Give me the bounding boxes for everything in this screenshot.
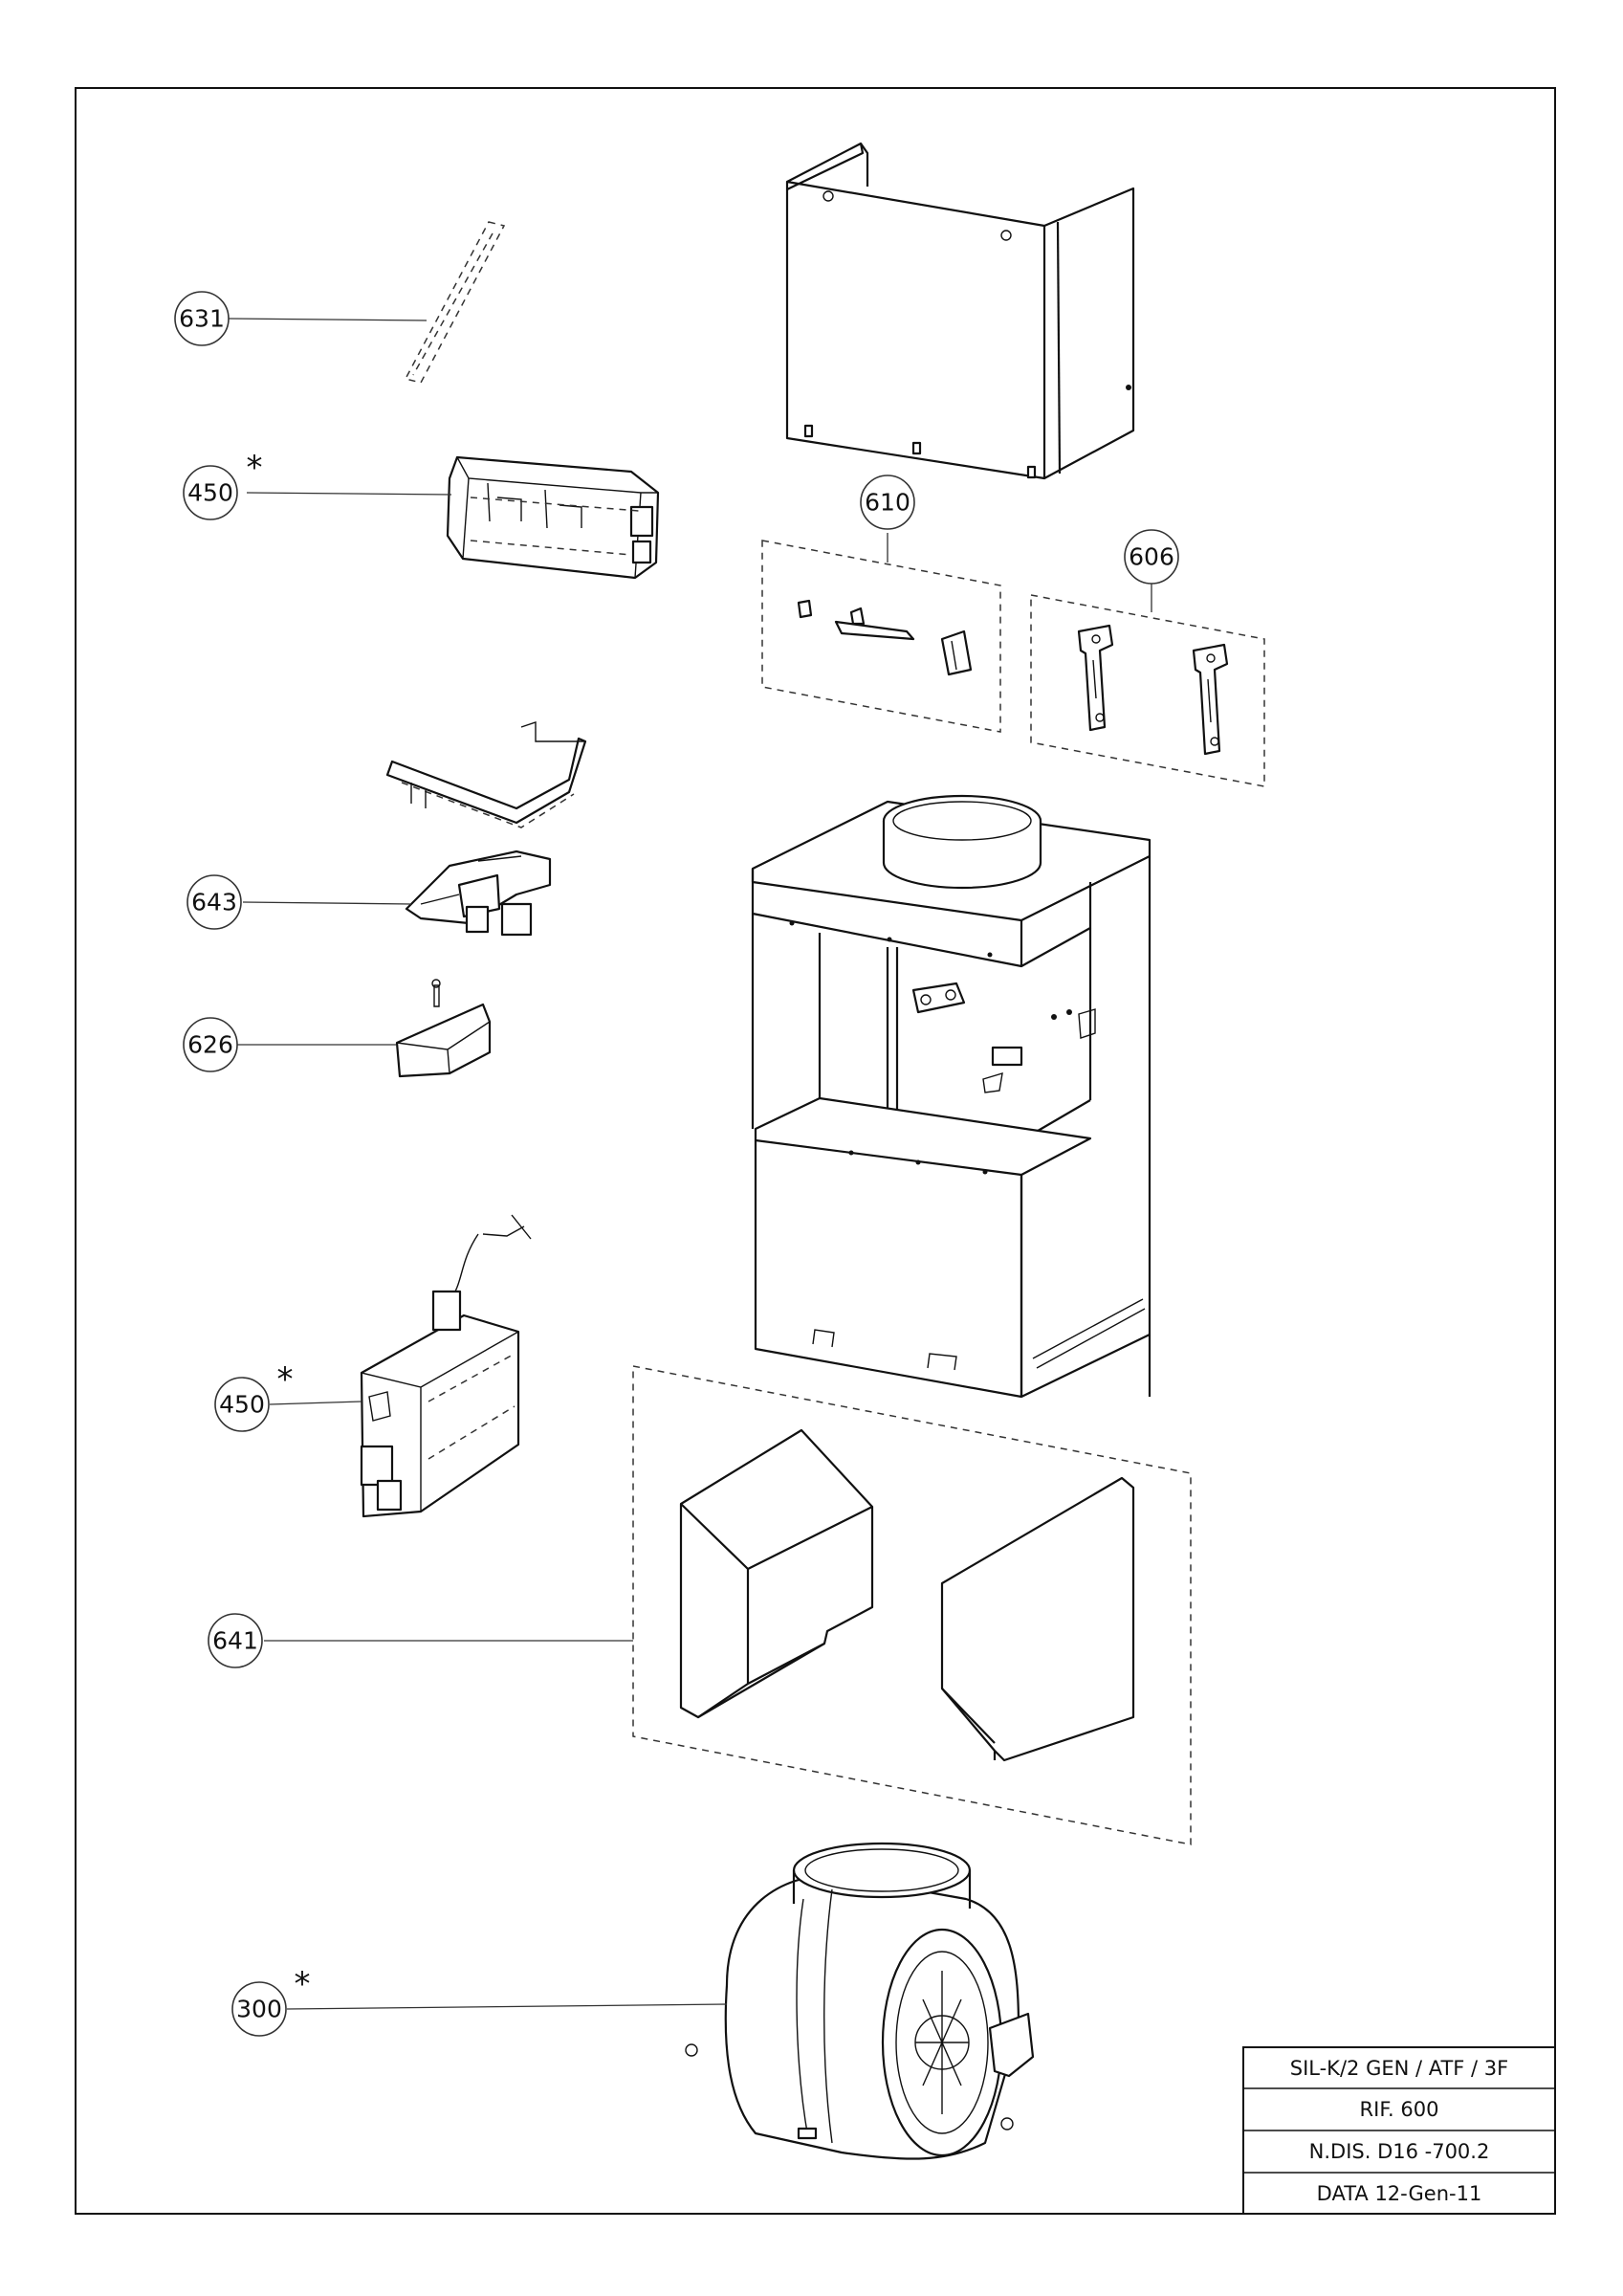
callout-626: 626 [183, 1017, 238, 1072]
asterisk-450-middle: * [277, 1360, 294, 1399]
title-block: SIL-K/2 GEN / ATF / 3F RIF. 600 N.DIS. D… [1242, 2046, 1556, 2215]
callout-606: 606 [1124, 529, 1179, 585]
part-610-group [761, 540, 1001, 733]
callout-631: 631 [174, 291, 230, 346]
part-450-control-box-top [446, 455, 660, 580]
drawing-border [75, 87, 1556, 2215]
leader-lines [228, 318, 1152, 2010]
callout-450-top-label: 450 [187, 479, 233, 507]
callout-450-middle: 450 * [214, 1360, 294, 1432]
callout-641-label: 641 [212, 1627, 258, 1655]
title-block-model: SIL-K/2 GEN / ATF / 3F [1290, 2057, 1509, 2080]
part-626-box [395, 979, 492, 1078]
motor-housing [751, 794, 1151, 1399]
callout-631-label: 631 [179, 305, 225, 333]
callout-300: 300 * [231, 1965, 311, 2037]
callout-641: 641 [208, 1613, 263, 1668]
callout-300-label: 300 [236, 1996, 282, 2023]
callout-450-middle-label: 450 [219, 1391, 265, 1419]
callout-643: 643 [186, 874, 242, 930]
part-606-group [1030, 594, 1265, 787]
callout-643-label: 643 [191, 889, 237, 916]
callout-626-label: 626 [187, 1031, 233, 1059]
chimney-cover-top [785, 142, 1135, 480]
title-block-ndis: N.DIS. D16 -700.2 [1309, 2140, 1490, 2163]
callout-606-label: 606 [1129, 543, 1174, 571]
title-block-date: DATA 12-Gen-11 [1317, 2182, 1482, 2205]
part-631-bar [404, 221, 506, 384]
asterisk-300: * [295, 1965, 311, 2003]
part-300-blower [685, 1842, 1035, 2160]
part-643-tray-and-bracket [385, 721, 587, 937]
part-641-filter-group [632, 1365, 1192, 1845]
part-450-power-box [360, 1214, 532, 1518]
title-block-rif: RIF. 600 [1360, 2098, 1439, 2121]
callout-610: 610 [860, 475, 915, 530]
callout-610-label: 610 [865, 489, 910, 517]
asterisk-450-top: * [247, 449, 263, 487]
callout-450-top: 450 * [183, 449, 263, 520]
